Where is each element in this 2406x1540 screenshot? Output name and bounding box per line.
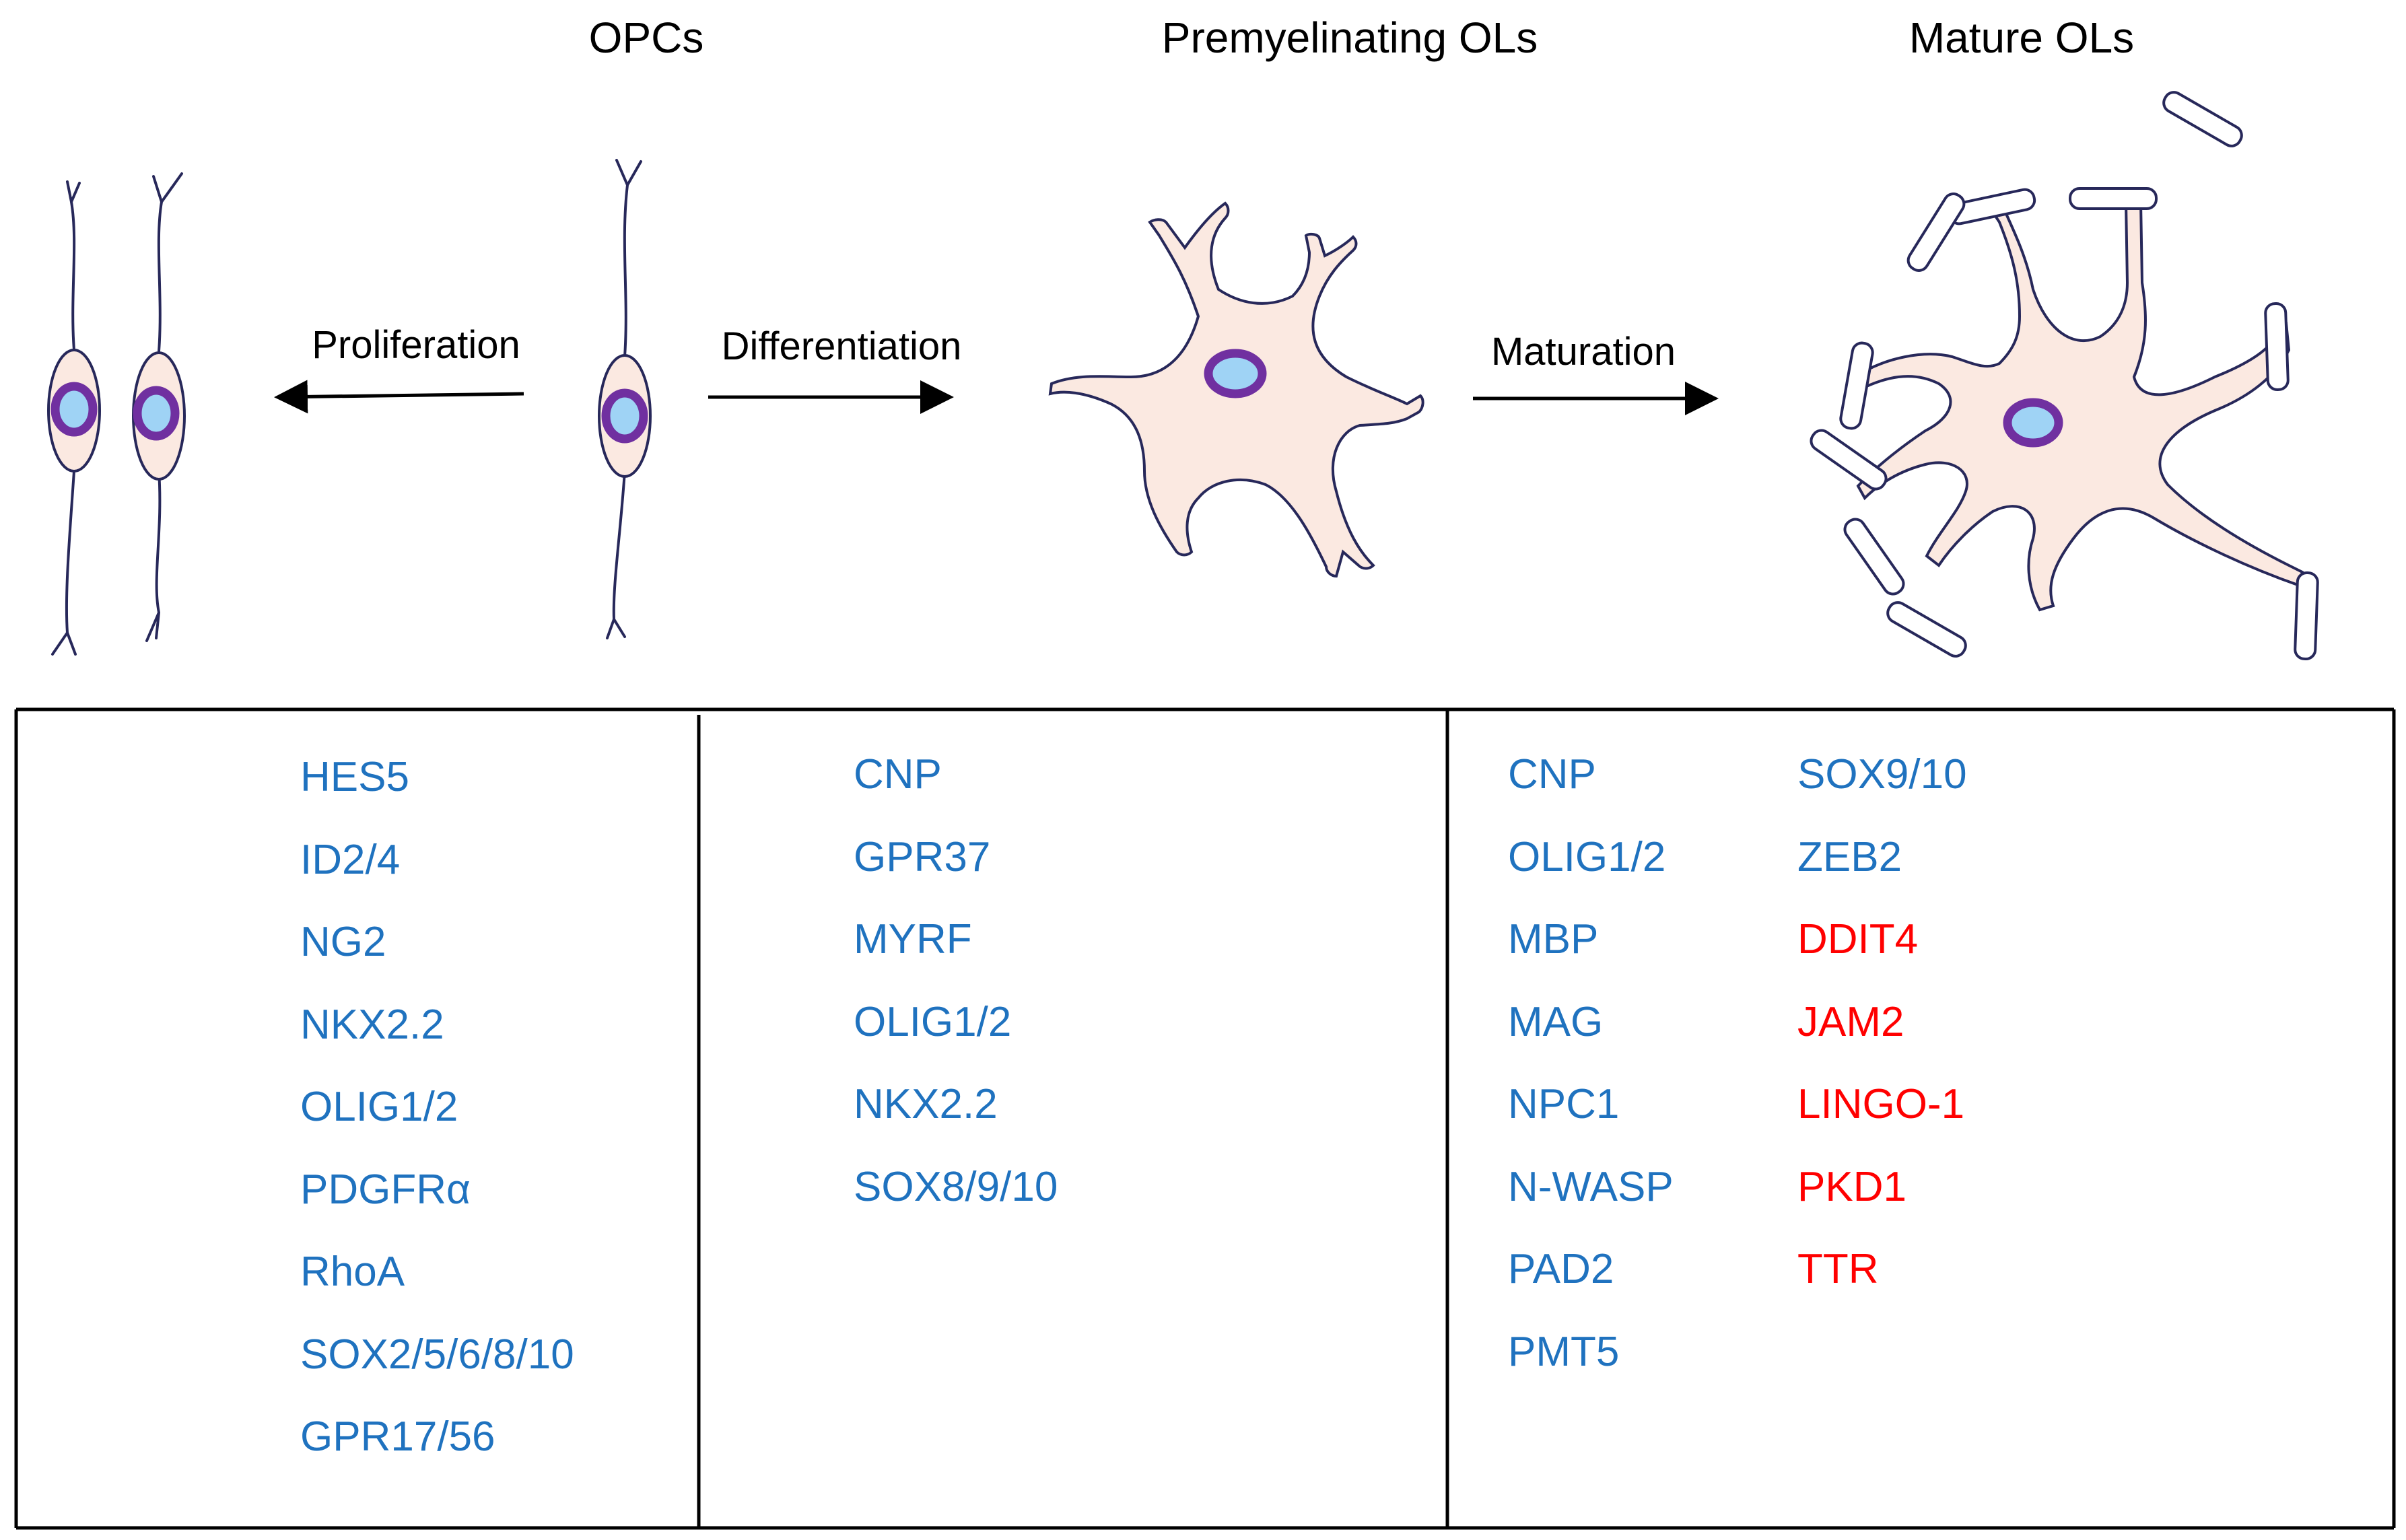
marker-label: RhoA — [300, 1249, 405, 1295]
process-label-maturation: Maturation — [1491, 330, 1676, 374]
nucleus-icon — [133, 386, 180, 441]
marker-label: PDGFRα — [300, 1166, 471, 1213]
marker-label: NG2 — [300, 919, 386, 965]
marker-label: PMT5 — [1508, 1328, 1620, 1375]
marker-label: GPR17/56 — [300, 1413, 495, 1460]
dividing-opc-cell-right — [132, 172, 186, 642]
process-label-differentiation: Differentiation — [722, 324, 962, 368]
proliferation-arrow — [274, 380, 524, 414]
marker-label: OLIG1/2 — [300, 1084, 458, 1130]
marker-label: NPC1 — [1508, 1081, 1620, 1127]
marker-label: NKX2.2 — [854, 1081, 998, 1127]
marker-label: JAM2 — [1797, 998, 1904, 1045]
marker-label: MAG — [1508, 998, 1604, 1045]
marker-label: PKD1 — [1797, 1163, 1906, 1210]
myelin-sheath-icon — [1886, 601, 1967, 658]
marker-label: TTR — [1797, 1246, 1879, 1292]
myelin-sheath-icon — [2162, 91, 2243, 147]
marker-label: SOX9/10 — [1797, 751, 1967, 798]
marker-label: ID2/4 — [300, 836, 401, 883]
mature-ol-cell — [1810, 91, 2319, 661]
myelin-sheath-icon — [2264, 302, 2290, 392]
myelin-sheath-icon — [1906, 193, 1966, 272]
stage-title-mature: Mature OLs — [1909, 13, 2134, 62]
marker-label: MBP — [1508, 916, 1599, 963]
marker-label: OLIG1/2 — [1508, 833, 1666, 880]
marker-table-frame — [14, 707, 2396, 1530]
myelin-sheath-icon — [2069, 187, 2158, 210]
marker-label: OLIG1/2 — [854, 998, 1012, 1045]
nucleus-icon — [601, 388, 648, 444]
stage-title-premyelinating: Premyelinating OLs — [1162, 13, 1538, 62]
myelin-sheath-icon — [1839, 341, 1874, 430]
marker-label: ZEB2 — [1797, 833, 1902, 880]
myelin-sheath-icon — [1810, 429, 1888, 491]
marker-label: SOX2/5/6/8/10 — [300, 1331, 574, 1378]
nucleus-icon — [1204, 349, 1267, 398]
marker-label: HES5 — [300, 754, 409, 800]
opc-cell — [598, 159, 652, 639]
myelin-sheath-icon — [2294, 571, 2319, 661]
myelin-sheath-icon — [1843, 518, 1905, 596]
marker-label: DDIT4 — [1797, 916, 1919, 963]
process-label-proliferation: Proliferation — [312, 323, 520, 367]
nucleus-icon — [50, 382, 98, 437]
stage-title-opcs: OPCs — [589, 13, 704, 62]
marker-label: CNP — [1508, 751, 1596, 798]
premyelinating-ol-cell — [1048, 201, 1424, 578]
marker-label: MYRF — [854, 916, 972, 963]
marker-label: N-WASP — [1508, 1163, 1674, 1210]
nucleus-icon — [2003, 398, 2063, 448]
dividing-opc-cell-left — [47, 180, 101, 656]
marker-label: LINGO-1 — [1797, 1081, 1965, 1127]
marker-label: GPR37 — [854, 833, 991, 880]
marker-label: CNP — [854, 751, 942, 798]
marker-label: PAD2 — [1508, 1246, 1614, 1292]
marker-label: NKX2.2 — [300, 1001, 444, 1048]
marker-label: SOX8/9/10 — [854, 1163, 1058, 1210]
